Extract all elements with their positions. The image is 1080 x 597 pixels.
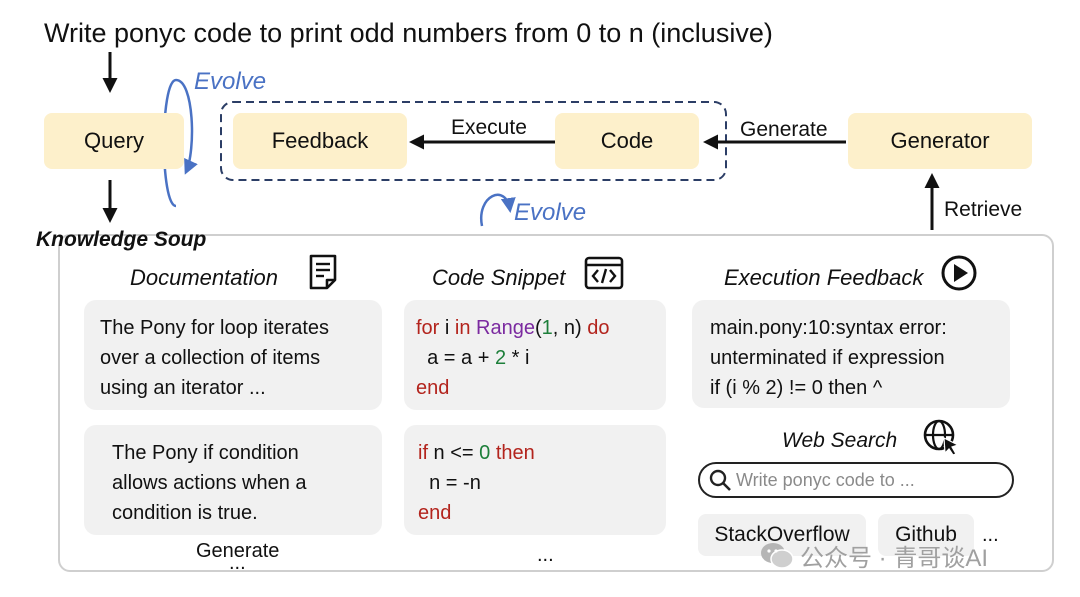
- watermark: 公众号 · 青哥谈AI: [760, 538, 988, 573]
- documentation-card-if-condition: The Pony if condition allows actions whe…: [84, 425, 382, 535]
- documentation-heading: Documentation: [130, 265, 278, 290]
- evolve-label-group: Evolve: [514, 199, 587, 226]
- knowledge-soup-panel: [58, 234, 1054, 572]
- documentation-card-for-loop: The Pony for loop iterates over a collec…: [84, 300, 382, 410]
- code-snippet-if: if n <= 0 then n = -n end: [404, 425, 666, 535]
- documentation-generate-label: Generate: [196, 540, 280, 562]
- documentation-more: ...: [229, 552, 246, 574]
- evolve-label-query: Evolve: [194, 68, 267, 95]
- code-line-2: a = a + 2 * i: [416, 343, 650, 373]
- doc-card-line: The Pony if condition: [112, 442, 299, 464]
- code-keyword: then: [495, 442, 535, 464]
- code-text: n <=: [428, 442, 480, 464]
- code-snippet-for-loop: for i in Range(1, n) do a = a + 2 * i en…: [404, 300, 666, 410]
- globe-cursor-icon: [923, 419, 960, 456]
- code-node: Code: [555, 113, 699, 169]
- code-snippet-more: ...: [537, 544, 554, 566]
- code-line-2: n = -n: [418, 472, 481, 494]
- code-text: , n): [552, 317, 588, 339]
- code-window-icon: [584, 256, 624, 290]
- query-node: Query: [44, 113, 184, 169]
- feedback-node: Feedback: [233, 113, 407, 169]
- feedback-line: main.pony:10:syntax error:: [710, 317, 947, 339]
- diagram-title: Write ponyc code to print odd numbers fr…: [44, 18, 773, 48]
- wechat-icon: [761, 542, 794, 569]
- generate-label: Generate: [740, 118, 828, 141]
- execution-feedback-card: main.pony:10:syntax error: unterminated …: [692, 300, 1010, 408]
- retrieve-label: Retrieve: [944, 198, 1023, 221]
- code-number: 0: [479, 442, 491, 464]
- code-text: * i: [506, 347, 530, 369]
- evolve-loop-query: [162, 78, 198, 208]
- execution-feedback-heading: Execution Feedback: [724, 265, 924, 290]
- code-keyword: do: [587, 317, 610, 339]
- code-text: a = a +: [416, 347, 495, 369]
- code-snippet-heading: Code Snippet: [432, 265, 566, 290]
- play-icon: [941, 255, 977, 291]
- code-number: 2: [494, 347, 507, 369]
- web-search-placeholder: Write ponyc code to ...: [736, 469, 915, 490]
- web-search-input[interactable]: Write ponyc code to ...: [698, 462, 1014, 498]
- code-line-1: for i in Range(1, n) do: [416, 313, 650, 343]
- doc-card-line: over a collection of items: [100, 347, 321, 369]
- execute-label: Execute: [451, 116, 527, 139]
- doc-card-line: using an iterator ...: [100, 377, 266, 399]
- doc-card-line: allows actions when a: [112, 472, 307, 494]
- doc-card-line: The Pony for loop iterates: [100, 317, 330, 339]
- generator-node: Generator: [848, 113, 1032, 169]
- code-keyword: for: [416, 317, 440, 339]
- web-search-heading: Web Search: [782, 429, 898, 452]
- feedback-line: unterminated if expression: [710, 347, 945, 369]
- web-search-more: ...: [982, 524, 999, 546]
- code-keyword: if: [418, 442, 428, 464]
- watermark-text: 公众号 · 青哥谈AI: [800, 545, 989, 572]
- code-line-3: end: [416, 377, 450, 399]
- code-function: Range: [476, 317, 535, 339]
- search-icon: [709, 469, 731, 491]
- doc-card-line: condition is true.: [112, 502, 258, 524]
- code-line-3: end: [418, 502, 452, 524]
- feedback-line: if (i % 2) != 0 then ^: [710, 377, 883, 399]
- document-icon: [309, 254, 337, 290]
- code-text: i: [439, 317, 455, 339]
- search-result-github[interactable]: Github: [878, 514, 974, 556]
- code-text: (: [534, 317, 542, 339]
- code-line-1: if n <= 0 then: [418, 438, 650, 468]
- code-keyword: in: [454, 317, 471, 339]
- knowledge-soup-title: Knowledge Soup: [36, 228, 207, 251]
- code-number: 1: [541, 317, 553, 339]
- evolve-loop-group: [479, 193, 516, 227]
